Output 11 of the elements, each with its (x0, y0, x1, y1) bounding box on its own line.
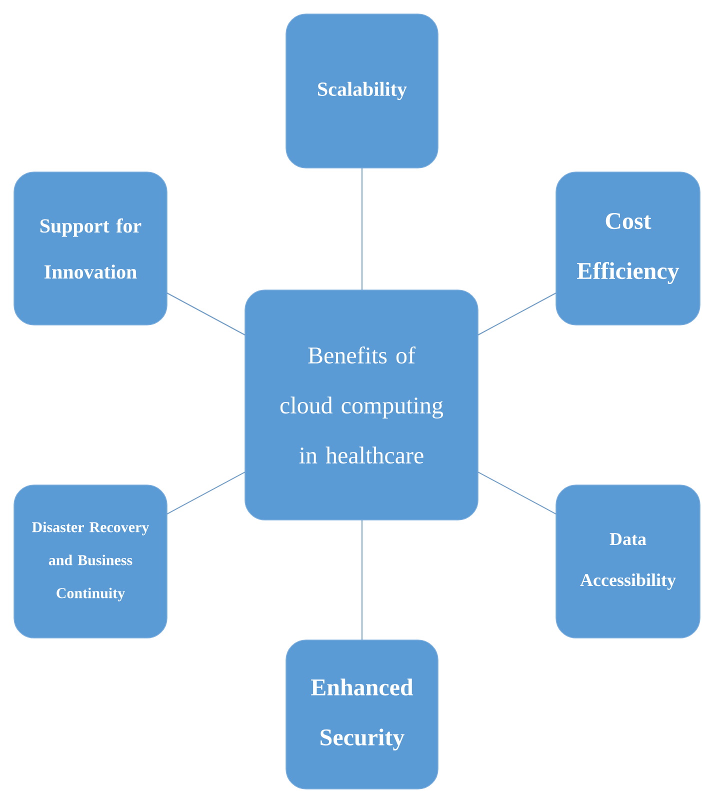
benefit-box: Enhanced Security (286, 640, 438, 790)
benefit-box: Scalability (286, 14, 438, 168)
connector-line (166, 472, 246, 514)
benefit-box: Support for Innovation (14, 172, 168, 326)
connector-line (478, 472, 556, 514)
benefit-box: Cost Efficiency (556, 172, 700, 326)
connector-line (478, 292, 556, 336)
connector-line (166, 292, 246, 336)
topic-box: Benefits of cloud computing in healthcare (244, 290, 478, 520)
benefit-box: Disaster Recovery and Business Continuity (14, 484, 168, 638)
benefit-box: Data Accessibility (556, 484, 700, 638)
